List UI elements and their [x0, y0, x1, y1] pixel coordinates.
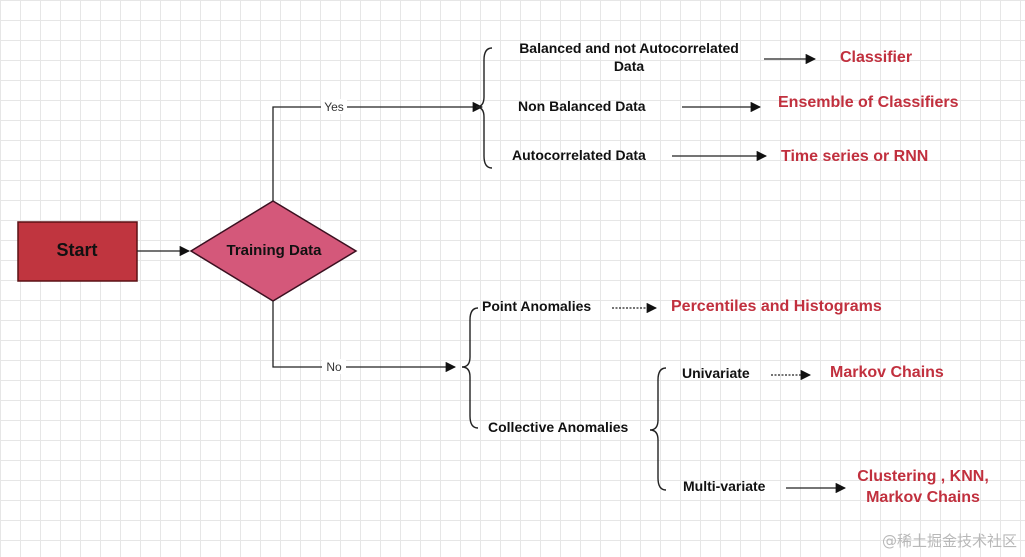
- edge-yes-branch: [272, 101, 484, 201]
- option-autocorrelated: Autocorrelated Data: [512, 147, 646, 163]
- edge-label-yes: Yes: [324, 100, 344, 114]
- result-classifier: Classifier: [840, 49, 912, 66]
- no-label-bg: [322, 359, 346, 374]
- option-point-anomalies: Point Anomalies: [482, 298, 591, 314]
- edge-no-branch: [272, 301, 457, 373]
- option-balanced-line2: Data: [614, 58, 645, 74]
- yes-label-bg: [321, 99, 347, 114]
- start-label: Start: [56, 240, 97, 260]
- option-univariate: Univariate: [682, 365, 750, 381]
- decision-label: Training Data: [226, 242, 322, 259]
- result-markov-chains: Markov Chains: [830, 364, 944, 381]
- collective-sub-brace: [649, 367, 667, 491]
- option-multivariate: Multi-variate: [683, 478, 766, 494]
- result-clustering-line1: Clustering , KNN,: [857, 468, 989, 485]
- result-time-series: Time series or RNN: [781, 148, 928, 165]
- watermark-text: @稀土掘金技术社区: [881, 532, 1017, 550]
- edge-label-no: No: [326, 360, 342, 374]
- result-ensemble: Ensemble of Classifiers: [778, 94, 959, 111]
- no-group-brace: [461, 307, 479, 429]
- yes-group-brace: [475, 47, 493, 169]
- result-clustering-line2: Markov Chains: [866, 489, 980, 506]
- start-node[interactable]: [17, 221, 138, 282]
- option-non-balanced: Non Balanced Data: [518, 98, 646, 114]
- option-collective-anomalies: Collective Anomalies: [488, 419, 629, 435]
- option-balanced-line1: Balanced and not Autocorrelated: [519, 40, 739, 56]
- result-percentiles: Percentiles and Histograms: [671, 298, 882, 315]
